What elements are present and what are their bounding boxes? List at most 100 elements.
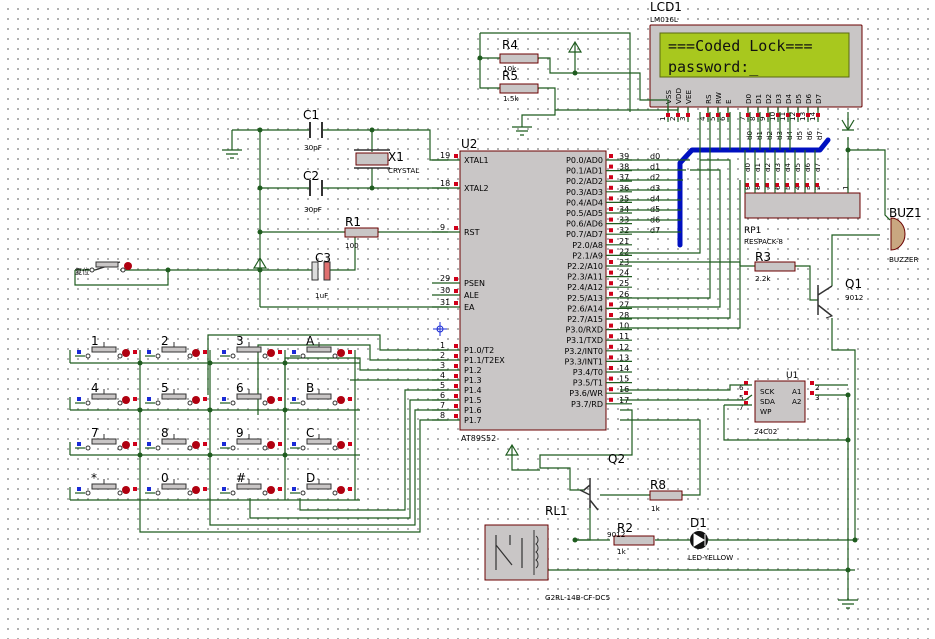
mcu-pin-name: P3.4/T0 xyxy=(573,368,603,377)
mcu-pin-number: 5 xyxy=(440,381,445,390)
eeprom-wp-label: WP xyxy=(760,407,772,416)
crystal-x1[interactable]: X1 CRYSTAL xyxy=(354,149,419,175)
mcu-left-pins: 19XTAL118XTAL29RST29PSEN30ALE31EA1P1.0/T… xyxy=(432,151,505,425)
svg-text:9012: 9012 xyxy=(607,530,625,539)
eeprom-a2-label: A2 xyxy=(792,397,802,406)
resistor-r8[interactable]: R8 1k xyxy=(649,478,683,513)
reset-switch[interactable]: 复位 xyxy=(75,261,132,276)
mcu-pin-name: P2.2/A10 xyxy=(567,262,603,271)
svg-text:1k: 1k xyxy=(651,504,661,513)
keypad-key[interactable]: 1 xyxy=(75,334,137,359)
mcu-pin-name: P0.1/AD1 xyxy=(566,167,603,176)
svg-text:D1: D1 xyxy=(690,516,707,530)
rpack-part: RESPACK-8 xyxy=(744,237,783,246)
mcu-pin-name: P3.0/RXD xyxy=(566,326,603,335)
rpack-ref: RP1 xyxy=(744,226,761,236)
pin-marker xyxy=(609,175,613,180)
resistor-r3[interactable]: R3 2.2k xyxy=(754,250,796,283)
keypad-key[interactable]: 4 xyxy=(75,381,137,406)
pin-marker xyxy=(805,183,809,187)
pin-marker xyxy=(815,183,819,187)
mcu-pin-name: P3.1/TXD xyxy=(566,336,603,345)
lcd-pin-number: 11 xyxy=(778,112,787,121)
buzzer-buz1[interactable]: BUZ1 BUZZER xyxy=(889,206,922,264)
eeprom-pin2: 2 xyxy=(815,383,820,392)
capacitor-c2[interactable]: C2 30pF xyxy=(303,169,323,214)
mcu-pin-number: 7 xyxy=(440,401,445,410)
lcd-pin-label: D0 xyxy=(744,93,753,104)
resistor-r2[interactable]: R2 1k xyxy=(613,521,655,556)
mcu-pin-name: P1.1/T2EX xyxy=(464,356,505,365)
keypad-key[interactable]: # xyxy=(220,471,282,496)
relay-rl1[interactable]: RL1 G2RL-14B-CF-DC5 xyxy=(484,504,610,602)
svg-text:9012: 9012 xyxy=(845,293,863,302)
svg-text:R5: R5 xyxy=(502,69,518,83)
transistor-q1[interactable]: Q1 9012 xyxy=(817,277,863,319)
eeprom-u1[interactable]: U1 24C02 SCK SDA WP A1 A2 6 5 7 2 3 xyxy=(739,371,820,436)
keypad-key[interactable]: A xyxy=(290,334,352,359)
transistor-q2[interactable]: Q2 9012 xyxy=(579,452,625,539)
rpack-net-label: d3 xyxy=(773,163,782,172)
mcu-pin-name: P2.3/A11 xyxy=(567,273,603,282)
keypad-key[interactable]: 3 xyxy=(220,334,282,359)
pin-marker xyxy=(785,183,789,187)
mcu-pin-name: P0.3/AD3 xyxy=(566,188,603,197)
mcu-pin-name: P3.7/RD xyxy=(571,400,603,409)
keypad-key[interactable]: 6 xyxy=(220,381,282,406)
keypad-key[interactable]: C xyxy=(290,426,352,451)
svg-text:100: 100 xyxy=(345,241,359,250)
mcu-u2[interactable]: U2 AT89S52 19XTAL118XTAL29RST29PSEN30ALE… xyxy=(432,137,660,443)
keypad-key[interactable]: * xyxy=(75,471,137,496)
mcu-pin-number: 30 xyxy=(440,286,450,295)
bus-net-label: d0 xyxy=(650,152,660,161)
lcd-pin-label: VDD xyxy=(674,88,683,104)
svg-text:C3: C3 xyxy=(315,251,331,265)
keypad-key[interactable]: 2 xyxy=(145,334,207,359)
eeprom-pin6: 6 xyxy=(739,383,744,392)
lcd-part: LM016L xyxy=(650,15,678,24)
mcu-pin-name: P3.6/WR xyxy=(569,389,603,398)
resistor-r5[interactable]: R5 1.5k xyxy=(499,69,539,103)
mcu-pin-number: 1 xyxy=(440,341,445,350)
mcu-ref: U2 xyxy=(461,137,477,151)
svg-text:C1: C1 xyxy=(303,108,319,122)
bus-net-label: d7 xyxy=(650,226,660,235)
mcu-pin-number: 9 xyxy=(440,223,445,232)
pin-marker xyxy=(609,217,613,222)
capacitor-c1[interactable]: C1 30pF xyxy=(303,108,323,152)
mcu-pin-name: P1.6 xyxy=(464,406,482,415)
rpack-net-label: d7 xyxy=(813,163,822,172)
keypad-key[interactable]: B xyxy=(290,381,352,406)
keypad-key[interactable]: 7 xyxy=(75,426,137,451)
mcu-pin-number: 35 xyxy=(619,194,629,203)
bus-net-label: d2 xyxy=(650,173,660,182)
keypad-key[interactable]: 9 xyxy=(220,426,282,451)
led-d1[interactable]: D1 LED-YELLOW xyxy=(688,516,733,562)
lcd-pin-number: 12 xyxy=(788,112,797,121)
lcd-lm016l[interactable]: ===Coded Lock=== password:_ LCD1 LM016L … xyxy=(649,0,863,140)
lcd-line1: ===Coded Lock=== xyxy=(668,37,813,55)
keypad-key[interactable]: 5 xyxy=(145,381,207,406)
resistor-r1[interactable]: R1 100 xyxy=(344,215,379,250)
keypad-key[interactable]: 0 xyxy=(145,471,207,496)
mcu-pin-number: 10 xyxy=(619,322,629,331)
mcu-pin-number: 3 xyxy=(440,361,445,370)
rpack-pin-number: 5 xyxy=(783,185,792,190)
capacitor-c3[interactable]: C3 1uF xyxy=(311,251,331,300)
mcu-pin-number: 38 xyxy=(619,163,629,172)
resistor-r4[interactable]: R4 10k xyxy=(499,38,539,73)
lcd-pin-number: 10 xyxy=(768,111,777,121)
keypad-key[interactable]: D xyxy=(290,471,352,496)
mcu-pin-name: P1.3 xyxy=(464,376,482,385)
eeprom-pin7: 7 xyxy=(739,403,744,412)
lcd-pin-label: D1 xyxy=(754,94,763,104)
svg-text:2.2k: 2.2k xyxy=(755,274,771,283)
mcu-pin-name: P2.4/A12 xyxy=(567,283,603,292)
pin-marker xyxy=(609,397,613,402)
bus-net-label: d4 xyxy=(650,194,660,203)
keypad-key-label: * xyxy=(91,471,97,485)
mcu-pin-name: P0.2/AD2 xyxy=(566,177,603,186)
keypad-key[interactable]: 8 xyxy=(145,426,207,451)
